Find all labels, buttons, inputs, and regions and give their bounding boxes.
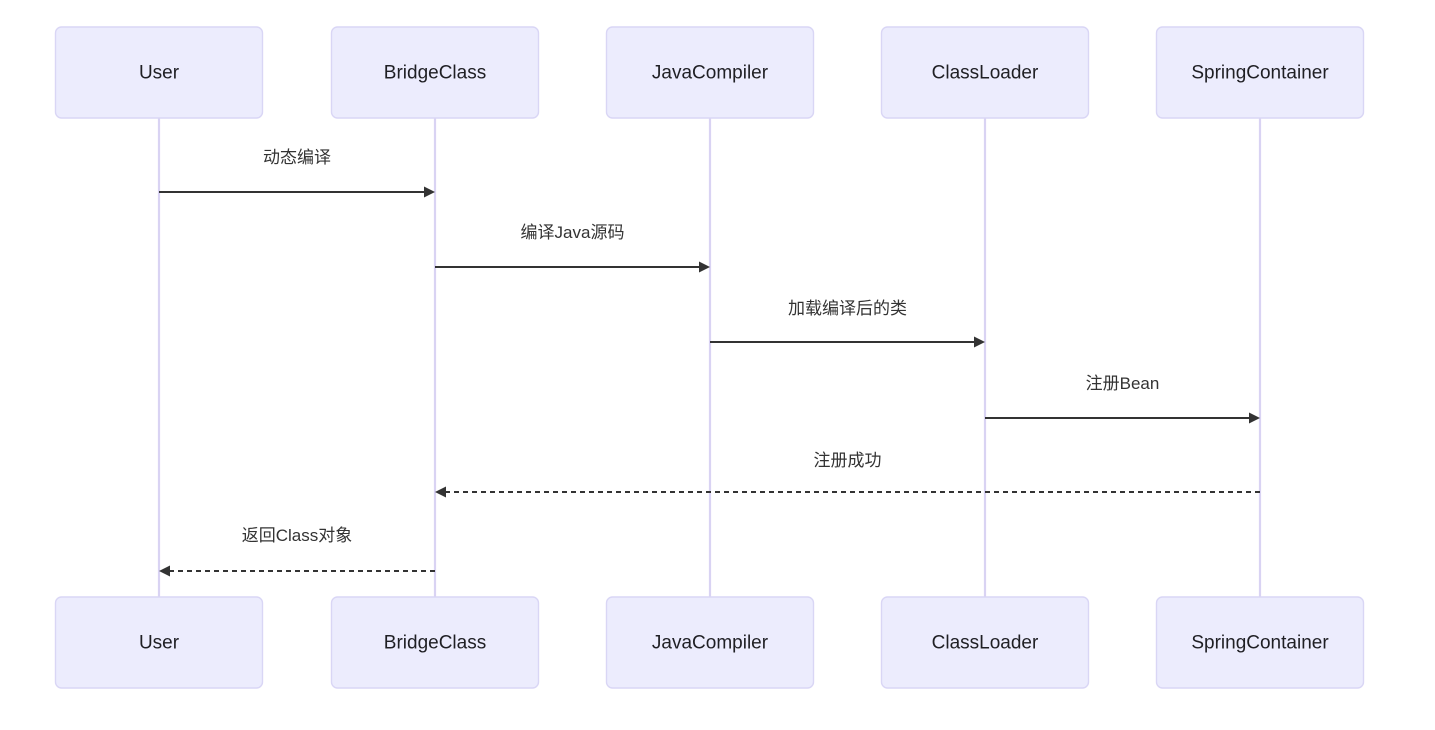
message-msg-2[interactable]: 编译Java源码 <box>435 223 710 273</box>
participant-top-javacompiler[interactable]: JavaCompiler <box>605 26 815 119</box>
message-arrowhead-msg-1 <box>424 186 435 198</box>
participant-top-user-label: User <box>139 63 180 84</box>
message-label-msg-2: 编译Java源码 <box>521 223 625 242</box>
message-arrowhead-msg-4 <box>1249 412 1260 424</box>
participant-bottom-classloader-bottom-bg <box>880 596 1090 689</box>
participant-bottom-user-bottom-label: User <box>139 633 180 654</box>
bottom-participants-group: User BridgeClass JavaCompiler ClassLoader Sp… <box>54 596 1365 689</box>
participant-top-springcontainer-label: SpringContainer <box>1191 63 1329 84</box>
message-msg-3[interactable]: 加载编译后的类 <box>710 299 985 348</box>
message-label-msg-4: 注册Bean <box>1086 374 1160 393</box>
lifelines-group <box>157 118 1262 597</box>
participant-bottom-classloader-bottom[interactable]: ClassLoader <box>880 596 1090 689</box>
participant-top-javacompiler-bg <box>605 26 815 119</box>
message-msg-4[interactable]: 注册Bean <box>985 374 1260 424</box>
participant-top-bridgeclass-label: BridgeClass <box>384 63 486 84</box>
participant-top-bridgeclass[interactable]: BridgeClass <box>330 26 540 119</box>
participant-bottom-bridgeclass-bottom-label: BridgeClass <box>384 633 486 654</box>
participant-bottom-javacompiler-bottom[interactable]: JavaCompiler <box>605 596 815 689</box>
message-arrowhead-msg-3 <box>974 336 985 348</box>
message-msg-5[interactable]: 注册成功 <box>435 451 1260 498</box>
participant-bottom-javacompiler-bottom-label: JavaCompiler <box>652 633 769 654</box>
participant-bottom-bridgeclass-bottom[interactable]: BridgeClass <box>330 596 540 689</box>
top-participants-group: User BridgeClass JavaCompiler ClassLoader Sp… <box>54 26 1365 119</box>
participant-bottom-springcontainer-bottom[interactable]: SpringContainer <box>1155 596 1365 689</box>
participant-bottom-bridgeclass-bottom-bg <box>330 596 540 689</box>
message-arrowhead-msg-5 <box>435 486 446 498</box>
participant-top-springcontainer[interactable]: SpringContainer <box>1155 26 1365 119</box>
message-label-msg-1: 动态编译 <box>263 148 331 167</box>
participant-top-javacompiler-label: JavaCompiler <box>652 63 769 84</box>
participant-bottom-javacompiler-bottom-bg <box>605 596 815 689</box>
participant-top-classloader-label: ClassLoader <box>932 63 1039 84</box>
participant-top-bridgeclass-bg <box>330 26 540 119</box>
participant-top-springcontainer-bg <box>1155 26 1365 119</box>
message-label-msg-3: 加载编译后的类 <box>788 299 907 318</box>
message-label-msg-5: 注册成功 <box>814 451 882 470</box>
message-arrowhead-msg-2 <box>699 261 710 273</box>
participant-top-classloader-bg <box>880 26 1090 119</box>
message-label-msg-6: 返回Class对象 <box>242 526 353 545</box>
participant-bottom-springcontainer-bottom-bg <box>1155 596 1365 689</box>
message-msg-1[interactable]: 动态编译 <box>159 148 435 198</box>
participant-top-user-bg <box>54 26 264 119</box>
participant-bottom-user-bottom-bg <box>54 596 264 689</box>
participant-bottom-classloader-bottom-label: ClassLoader <box>932 633 1039 654</box>
message-arrowhead-msg-6 <box>159 565 170 577</box>
participant-top-classloader[interactable]: ClassLoader <box>880 26 1090 119</box>
participant-bottom-springcontainer-bottom-label: SpringContainer <box>1191 633 1329 654</box>
participant-top-user[interactable]: User <box>54 26 264 119</box>
participant-bottom-user-bottom[interactable]: User <box>54 596 264 689</box>
message-msg-6[interactable]: 返回Class对象 <box>159 526 435 577</box>
